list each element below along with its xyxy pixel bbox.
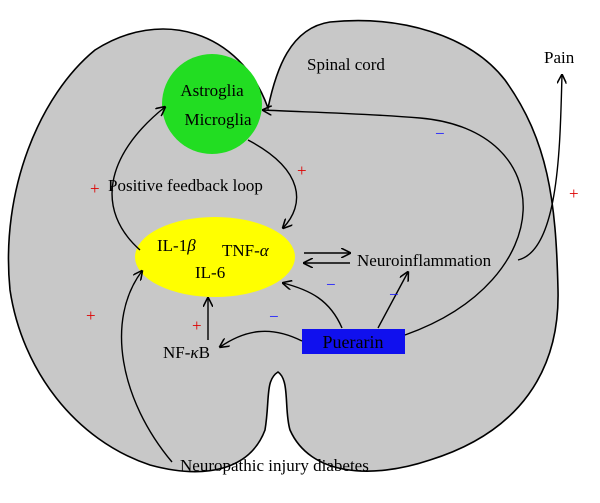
arrow-glia-to-cytokine: [247, 139, 298, 228]
arrow-cytokine-to-glia: [111, 107, 165, 251]
arrow-puerarin-to-cytokine: [283, 283, 343, 329]
astroglia-label: Astroglia: [180, 81, 244, 100]
arrow-puerarin-to-nfkb: [220, 330, 303, 347]
plus-injury: +: [86, 306, 96, 325]
arrow-neuro-to-pain: [517, 75, 562, 261]
pain-label: Pain: [544, 48, 575, 67]
arrow-puerarin-to-glia: [263, 110, 524, 336]
loop-label: Positive feedback loop: [108, 176, 263, 195]
arrow-injury-to-cytokine: [120, 271, 173, 463]
injury-label: Neuropathic injury diabetes: [180, 456, 369, 475]
plus-pain: +: [569, 184, 579, 203]
minus-glia: −: [435, 124, 445, 143]
puerarin-box: [302, 329, 405, 354]
glia-node: [162, 54, 262, 154]
il6-label: IL-6: [195, 263, 225, 282]
minus-cytokine: −: [326, 275, 336, 294]
il1-label: IL-1β: [157, 236, 196, 255]
minus-nfkb: −: [269, 307, 279, 326]
minus-neuro: −: [389, 285, 399, 304]
arrow-puerarin-to-neuro: [377, 272, 408, 329]
plus-nfkb: +: [192, 316, 202, 335]
puerarin-label: Puerarin: [323, 332, 384, 352]
plus-loop-left: +: [90, 179, 100, 198]
plus-loop-right: +: [297, 161, 307, 180]
tnf-label: TNF-α: [222, 241, 270, 260]
microglia-label: Microglia: [184, 110, 251, 129]
cytokine-node: [135, 217, 295, 297]
nfkb-label: NF-κB: [163, 343, 210, 362]
neuroinflammation-label: Neuroinflammation: [357, 251, 492, 270]
spinal-cord-label: Spinal cord: [307, 55, 385, 74]
